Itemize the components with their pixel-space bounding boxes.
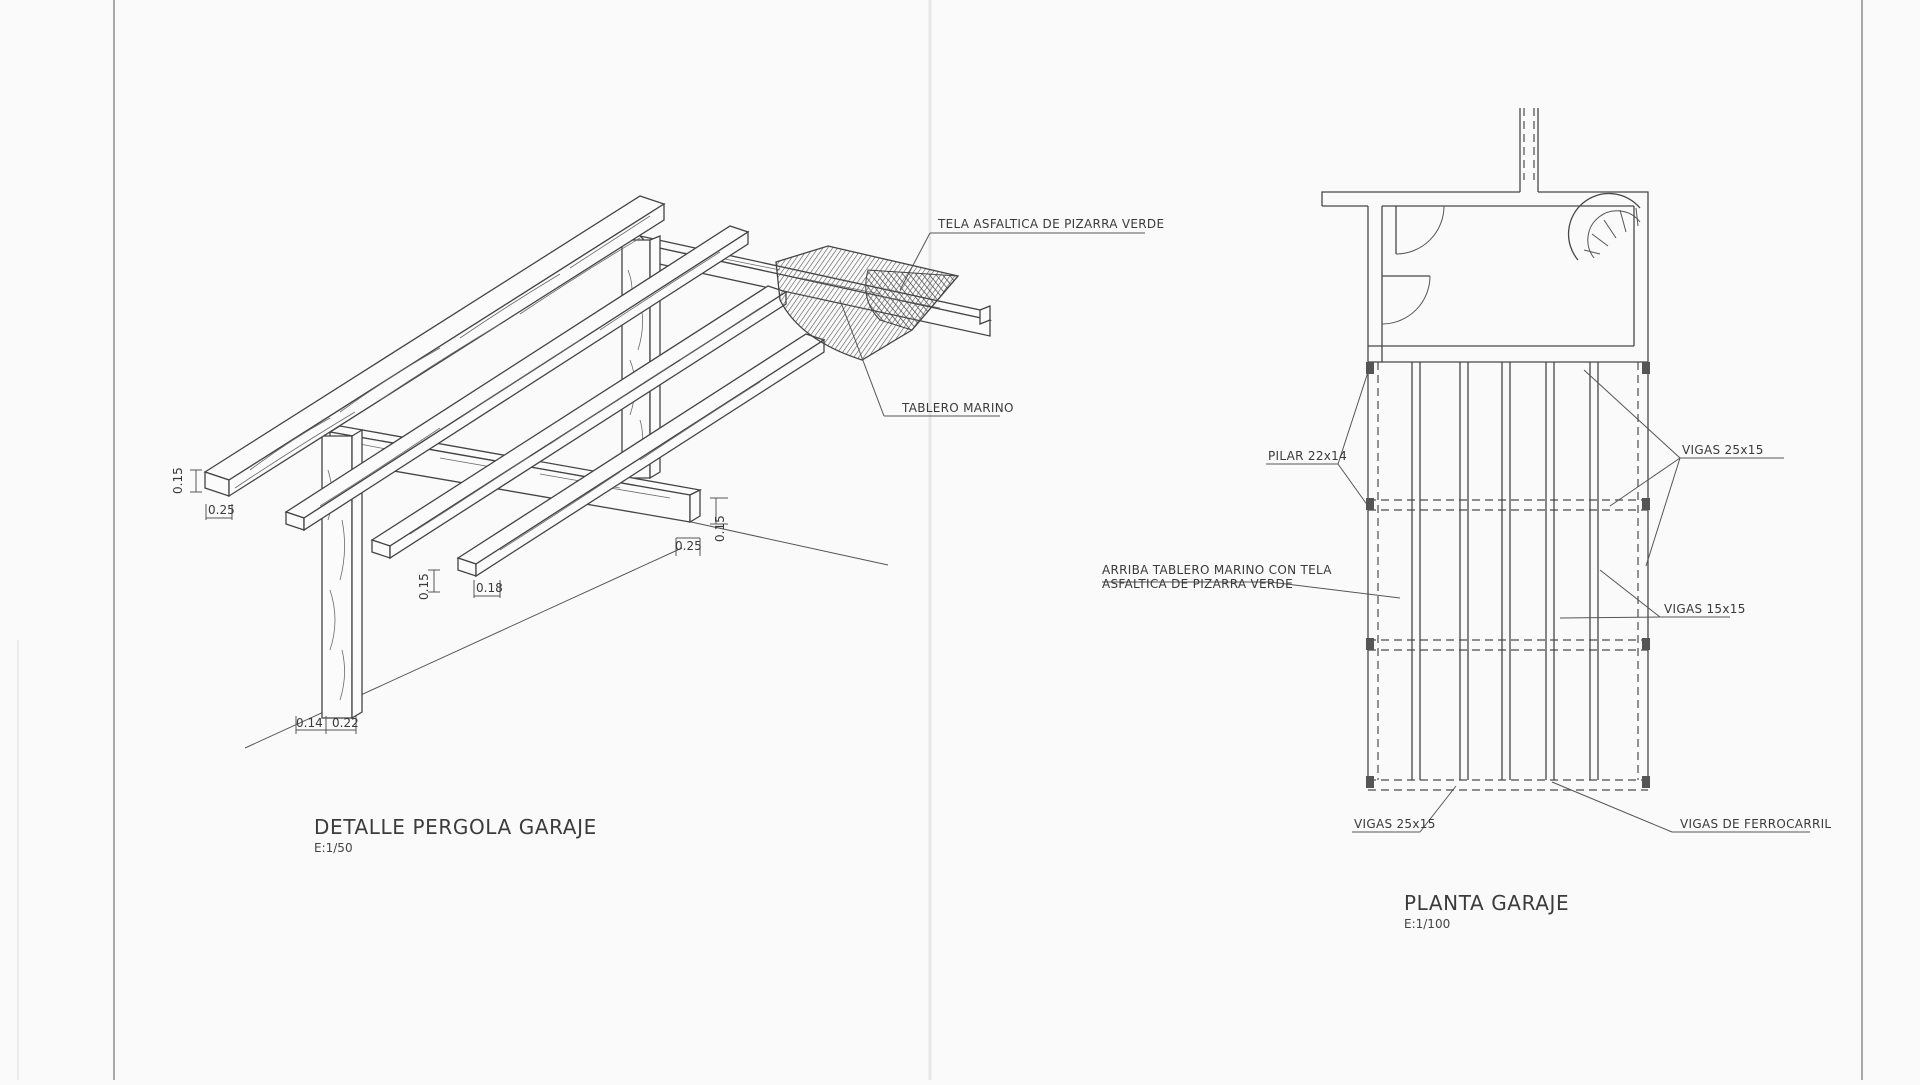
plan-vent bbox=[1519, 108, 1539, 192]
sheet-frame bbox=[17, 0, 1863, 1080]
label-felt: TELA ASFALTICA DE PIZARRA VERDE bbox=[937, 217, 1164, 231]
dim-cross-width: 0.25 bbox=[675, 539, 702, 553]
plan-scale: E:1/100 bbox=[1404, 917, 1450, 931]
label-beams-bottom: VIGAS 25x15 bbox=[1354, 817, 1436, 831]
label-beams-top: VIGAS 25x15 bbox=[1682, 443, 1764, 457]
door-swing-2 bbox=[1381, 275, 1431, 325]
pergola-title: DETALLE PERGOLA GARAJE bbox=[314, 815, 597, 839]
plan-title: PLANTA GARAJE bbox=[1404, 891, 1569, 915]
leader-board bbox=[839, 299, 885, 417]
label-roof-note-1: ARRIBA TABLERO MARINO CON TELA bbox=[1102, 563, 1332, 577]
rail-beams bbox=[1411, 362, 1599, 780]
beam-4 bbox=[456, 333, 826, 578]
beam-2 bbox=[284, 225, 750, 532]
dim-marks bbox=[190, 469, 728, 734]
dim-beam-height: 0.15 bbox=[171, 467, 185, 494]
pergola-plan-frame bbox=[1366, 362, 1650, 791]
spiral-stair bbox=[1567, 192, 1641, 261]
plan-leaders bbox=[1102, 369, 1810, 833]
label-joists: VIGAS 15x15 bbox=[1664, 602, 1746, 616]
leader-felt bbox=[899, 232, 931, 291]
plan-room bbox=[1321, 191, 1649, 363]
garage-plan: PILAR 22x14 VIGAS 25x15 ARRIBA TABLERO M… bbox=[1102, 108, 1831, 931]
label-pillar: PILAR 22x14 bbox=[1268, 449, 1347, 463]
label-roof-note-2: ASFALTICA DE PIZARRA VERDE bbox=[1102, 577, 1293, 591]
ground-line bbox=[244, 547, 683, 749]
label-board: TABLERO MARINO bbox=[901, 401, 1014, 415]
pergola-isometric: 0.15 0.25 0.15 0.18 0.25 0.15 0.14 0.22 … bbox=[171, 195, 1164, 855]
label-rail-beams: VIGAS DE FERROCARRIL bbox=[1680, 817, 1831, 831]
dim-beam-width: 0.25 bbox=[208, 503, 235, 517]
dim-joist-width: 0.18 bbox=[476, 581, 503, 595]
ground-line-right bbox=[681, 519, 889, 566]
beam-1 bbox=[203, 195, 666, 498]
door-swing-1 bbox=[1395, 205, 1445, 255]
dim-post-a: 0.14 bbox=[296, 716, 323, 730]
dim-post-b: 0.22 bbox=[332, 716, 359, 730]
pergola-scale: E:1/50 bbox=[314, 841, 353, 855]
dim-cross-height: 0.15 bbox=[713, 515, 727, 542]
roof-board bbox=[775, 245, 960, 361]
dim-joist-height: 0.15 bbox=[417, 573, 431, 600]
